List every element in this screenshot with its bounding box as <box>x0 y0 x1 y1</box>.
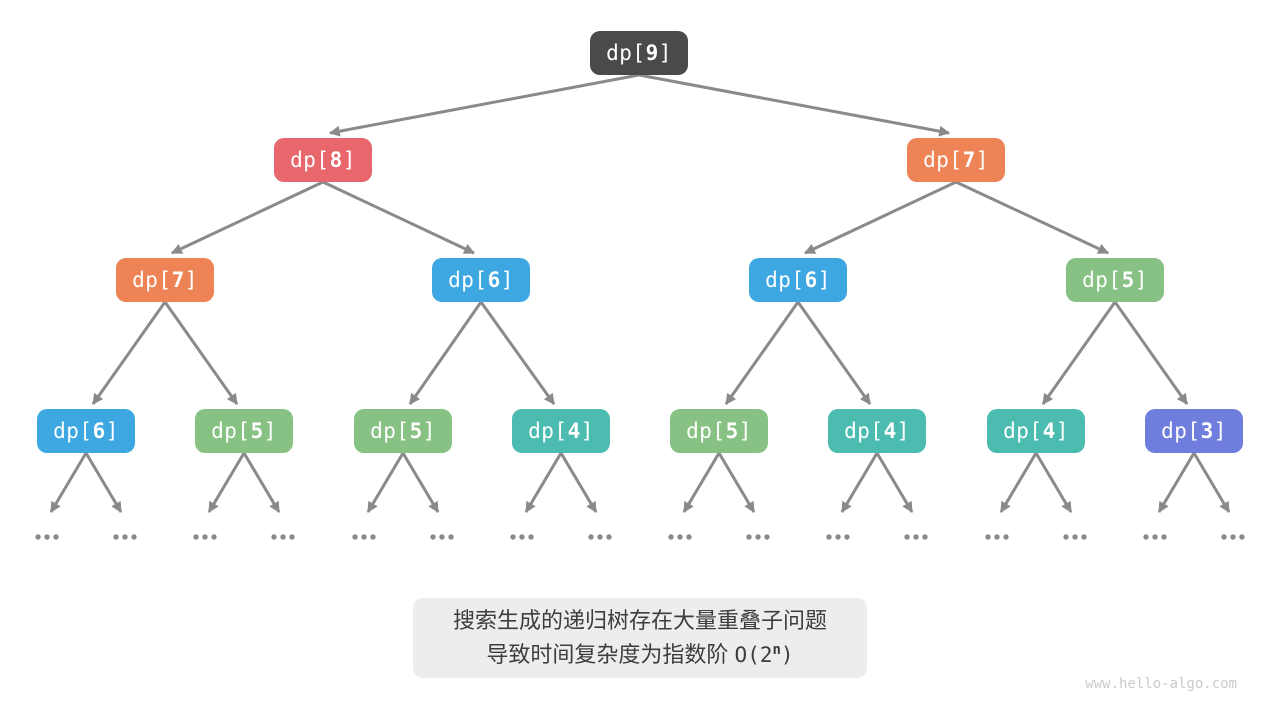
ellipsis-truncation-dots <box>904 534 928 540</box>
complexity-formula: O(2n) <box>735 643 794 667</box>
tree-edge-arrow <box>999 452 1038 513</box>
tree-edge-arrow <box>875 452 914 513</box>
tree-node-dp8-n1: dp[8] <box>274 138 372 182</box>
tree-edge-arrow <box>207 452 246 513</box>
tree-edge-arrow <box>328 73 640 137</box>
ellipsis-truncation-dots <box>271 534 295 540</box>
ellipsis-truncation-dots <box>668 534 692 540</box>
ellipsis-truncation-dots <box>746 534 770 540</box>
ellipsis-truncation-dots <box>588 534 612 540</box>
complexity-exponent: n <box>772 642 781 658</box>
tree-node-dp3-n14: dp[3] <box>1145 409 1243 453</box>
tree-edge-arrow <box>1113 301 1189 405</box>
tree-edge-arrow <box>242 452 281 513</box>
tree-node-dp7-n3: dp[7] <box>116 258 214 302</box>
ellipsis-truncation-dots <box>1143 534 1167 540</box>
tree-edge-arrow <box>840 452 879 513</box>
ellipsis-truncation-dots <box>1221 534 1245 540</box>
ellipsis-truncation-dots <box>193 534 217 540</box>
caption-line1: 搜索生成的递归树存在大量重叠子问题 <box>452 608 827 633</box>
tree-edge-arrow <box>366 452 405 513</box>
caption-line2: 导致时间复杂度为指数阶 O(2n) <box>486 638 793 672</box>
tree-node-dp5-n11: dp[5] <box>670 409 768 453</box>
tree-edge-arrow <box>1034 452 1073 513</box>
tree-edge-arrow <box>91 301 167 405</box>
caption-line2-text: 导致时间复杂度为指数阶 <box>486 642 735 667</box>
complexity-close: ) <box>780 643 794 667</box>
ellipsis-truncation-dots <box>352 534 376 540</box>
tree-node-dp6-n4: dp[6] <box>432 258 530 302</box>
watermark: www.hello-algo.com <box>1085 676 1237 692</box>
tree-node-dp6-n5: dp[6] <box>749 258 847 302</box>
ellipsis-truncation-dots <box>113 534 137 540</box>
tree-node-dp4-n10: dp[4] <box>512 409 610 453</box>
tree-node-dp7-n2: dp[7] <box>907 138 1005 182</box>
ellipsis-truncation-dots <box>826 534 850 540</box>
tree-node-dp6-n7: dp[6] <box>37 409 135 453</box>
ellipsis-truncation-dots <box>1063 534 1087 540</box>
tree-edge-arrow <box>682 452 721 513</box>
tree-edge-arrow <box>171 180 324 255</box>
tree-edge-arrow <box>524 452 563 513</box>
ellipsis-truncation-dots <box>985 534 1009 540</box>
tree-edge-arrow <box>559 452 598 513</box>
tree-edge-arrow <box>322 180 475 255</box>
tree-node-dp5-n9: dp[5] <box>354 409 452 453</box>
tree-edge-arrow <box>479 301 556 405</box>
tree-edge-arrow <box>84 452 123 513</box>
ellipsis-group <box>35 534 1245 540</box>
ellipsis-truncation-dots <box>430 534 454 540</box>
tree-node-dp4-n12: dp[4] <box>828 409 926 453</box>
tree-node-dp4-n13: dp[4] <box>987 409 1085 453</box>
tree-edge-arrow <box>1192 452 1231 513</box>
tree-edge-arrow <box>724 301 800 405</box>
tree-edge-arrow <box>804 180 957 255</box>
ellipsis-truncation-dots <box>35 534 59 540</box>
complexity-open: O(2 <box>734 643 773 667</box>
tree-edge-arrow <box>1041 301 1117 405</box>
tree-edge-arrow <box>955 180 1109 255</box>
tree-edge-arrow <box>796 301 872 405</box>
tree-edge-arrow <box>49 452 88 513</box>
tree-edge-arrow <box>163 301 239 405</box>
tree-edge-arrow <box>408 301 483 405</box>
tree-node-dp9-n0: dp[9] <box>590 31 688 75</box>
tree-edge-arrow <box>401 452 440 513</box>
tree-edge-arrow <box>638 73 951 137</box>
caption-box: 搜索生成的递归树存在大量重叠子问题 导致时间复杂度为指数阶 O(2n) <box>413 598 867 678</box>
edge-group <box>49 73 1231 513</box>
tree-node-dp5-n6: dp[5] <box>1066 258 1164 302</box>
tree-node-dp5-n8: dp[5] <box>195 409 293 453</box>
ellipsis-truncation-dots <box>510 534 534 540</box>
tree-edge-arrow <box>1157 452 1196 513</box>
tree-edge-arrow <box>717 452 756 513</box>
